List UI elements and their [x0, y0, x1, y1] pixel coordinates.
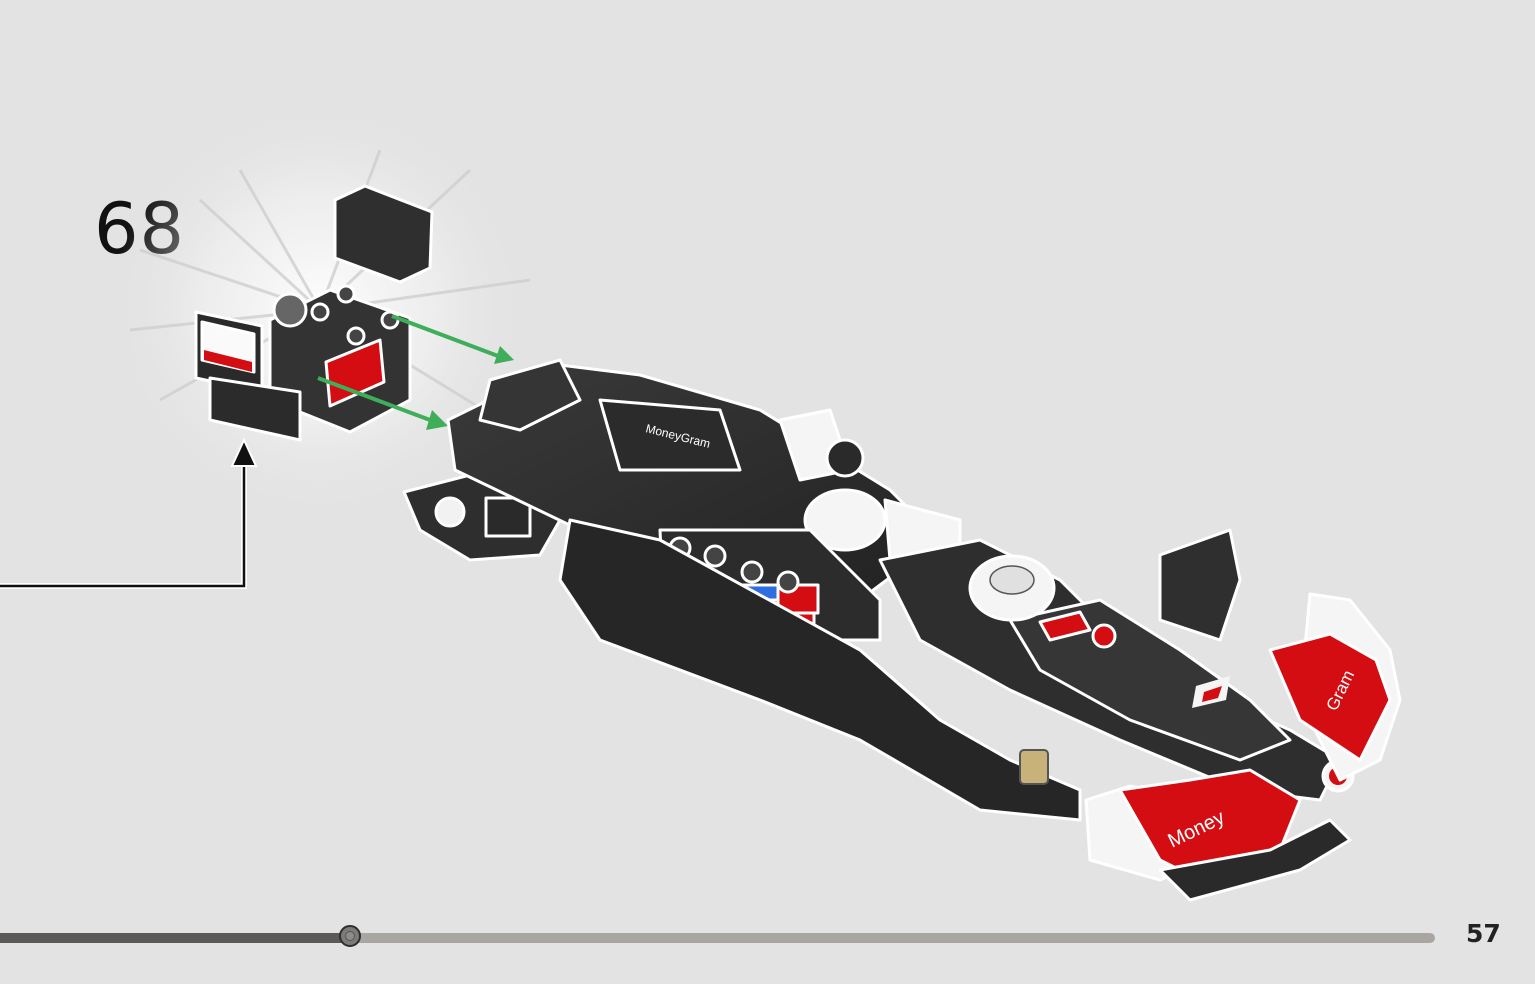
callout-arrow-icon — [0, 437, 258, 589]
progress-track — [0, 933, 1435, 943]
sub-assembly — [194, 184, 434, 442]
assembly-arrow-icon — [317, 314, 514, 430]
progress-handle[interactable] — [339, 925, 362, 947]
race-car-model — [402, 358, 1402, 902]
progress-fill — [0, 933, 351, 943]
page-number: 57 — [1466, 919, 1501, 948]
build-progress-bar — [0, 925, 1435, 947]
